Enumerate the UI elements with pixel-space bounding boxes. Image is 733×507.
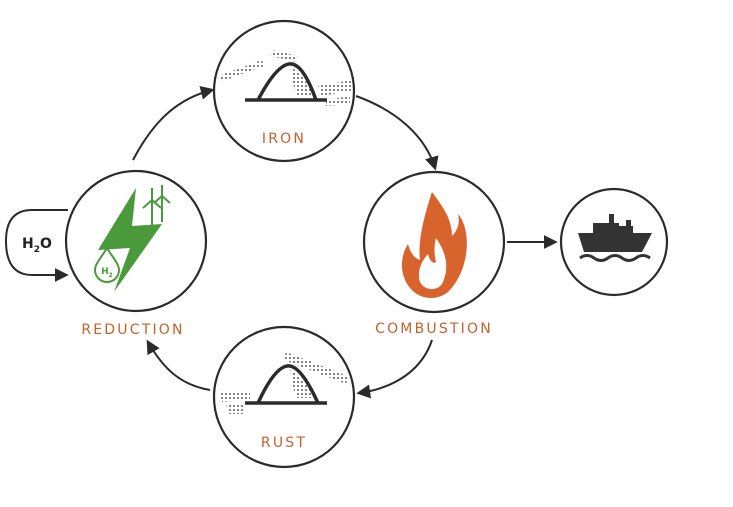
node-ship [559, 187, 669, 297]
flame-icon [401, 192, 467, 298]
hydrogen-badge-label: H2 [101, 267, 113, 279]
arrow-rust-to-reduction [146, 339, 211, 391]
node-iron: IRON [212, 19, 356, 163]
wind-turbine-icon [142, 185, 171, 226]
node-iron-circle [212, 19, 356, 163]
hydrogen-drop-icon [93, 246, 121, 283]
node-rust-circle [212, 325, 356, 469]
node-combustion: COMBUSTION [362, 170, 506, 337]
arrow-combustion-to-rust [356, 339, 433, 399]
water-label: H2O [22, 236, 52, 255]
arrow-reduction-to-iron [132, 85, 215, 161]
node-combustion-label: COMBUSTION [375, 321, 493, 337]
node-reduction: H2 REDUCTION [64, 169, 208, 338]
node-iron-label: IRON [262, 131, 306, 147]
ship-icon [578, 214, 652, 262]
rust-powder-pile-icon [220, 352, 348, 414]
water-input-loop [4, 209, 69, 282]
iron-powder-pile-icon [218, 50, 354, 106]
node-reduction-label: REDUCTION [81, 322, 184, 338]
arrow-iron-to-combustion [355, 95, 439, 171]
node-rust-label: RUST [261, 435, 307, 451]
node-rust: RUST [212, 325, 356, 469]
flame-inner-icon [418, 238, 447, 290]
green-lightning-icon [98, 188, 162, 292]
